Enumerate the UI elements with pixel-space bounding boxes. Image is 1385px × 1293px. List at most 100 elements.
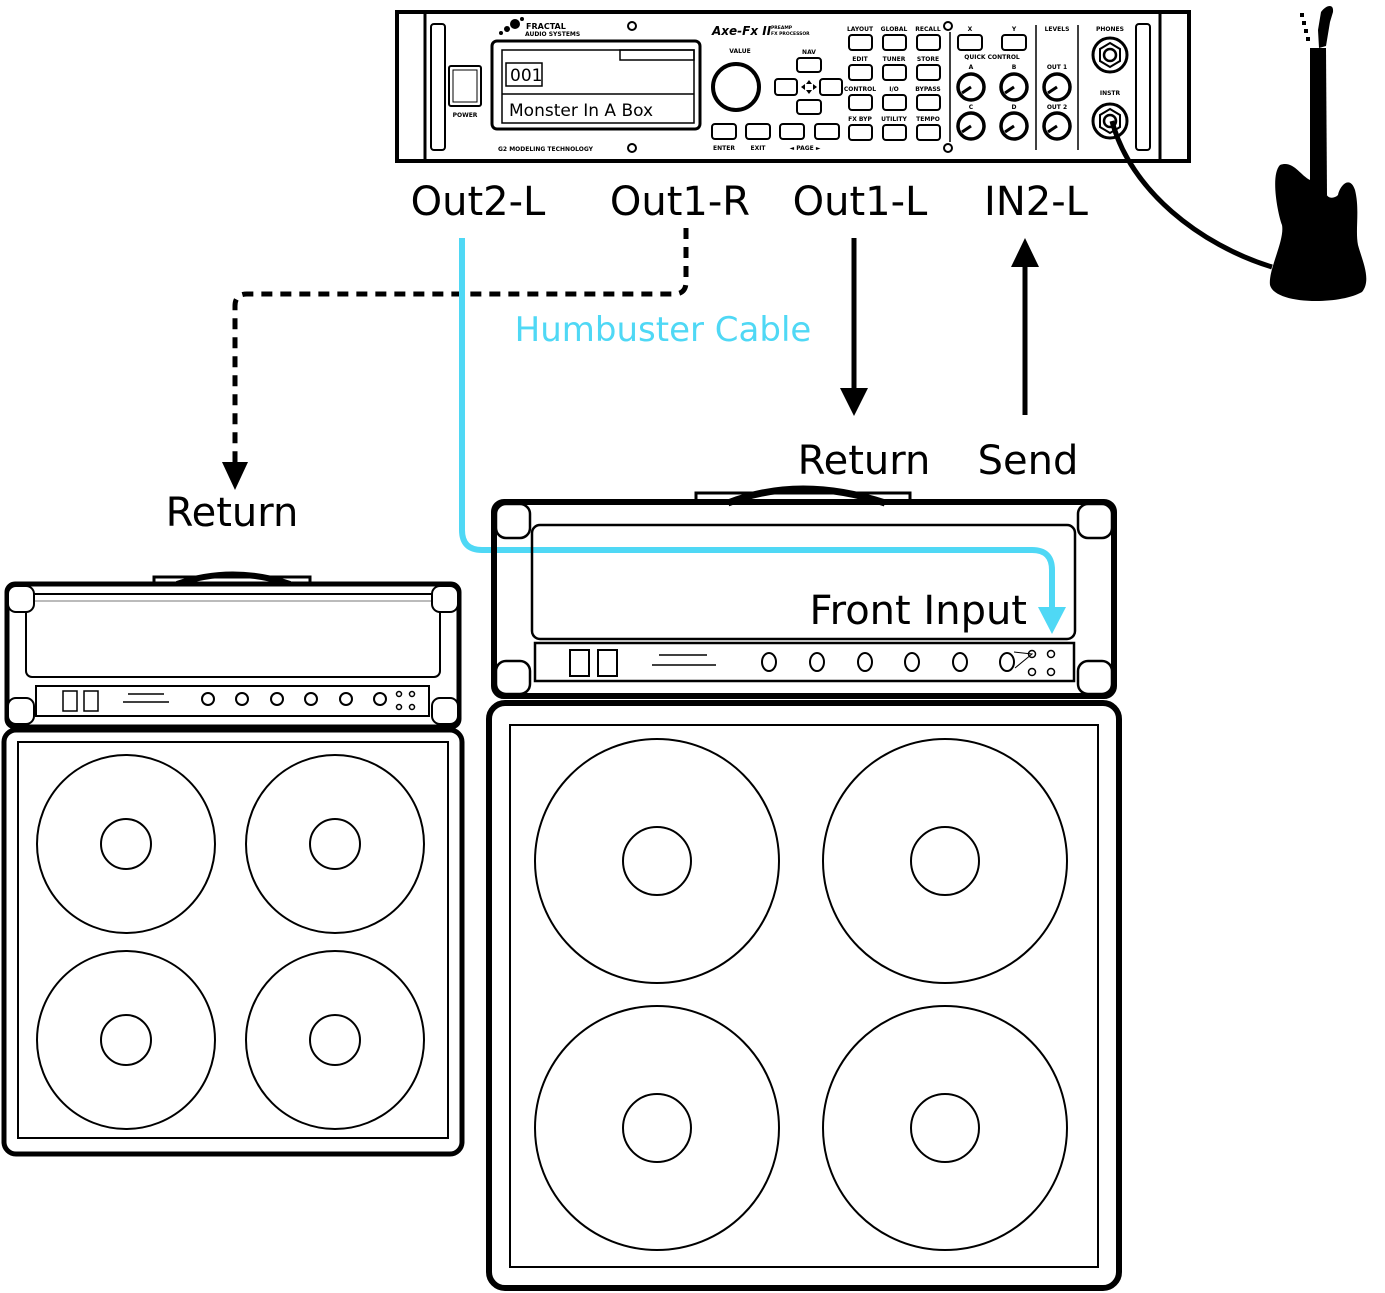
button-label: CONTROL [844,86,876,93]
port-label-in2-l: IN2-L [984,179,1089,225]
button-label: UTILITY [881,116,907,123]
nav-right-button[interactable] [819,78,843,96]
button-label: RECALL [915,26,941,33]
power-button[interactable] [448,65,482,107]
nav-down-button[interactable] [796,99,822,115]
enter-button[interactable] [711,123,737,140]
amp-knob[interactable] [999,652,1015,672]
button-label: FX BYP [848,116,872,123]
store-button[interactable] [916,64,941,81]
out1-level-label: OUT 1 [1047,64,1067,71]
amp-knob[interactable] [304,692,318,706]
tuner-button[interactable] [882,64,907,81]
amp-knob[interactable] [952,652,968,672]
left-amp-head [4,571,462,730]
amp-input-jack[interactable] [408,690,416,698]
quick-control-knob-c[interactable] [956,111,986,141]
quick-control-knob-b[interactable] [999,72,1029,102]
right-speaker-cabinet [486,700,1122,1291]
phones-jack-icon[interactable] [1091,36,1129,74]
page-label: ◄ PAGE ► [790,145,821,152]
quick-control-label: QUICK CONTROL [964,54,1020,61]
arrow-up-icon [1011,238,1039,267]
amp-knob[interactable] [270,692,284,706]
arrow-down-icon [222,462,248,490]
lcd-display [490,39,702,131]
amp-knob[interactable] [373,692,387,706]
brand-name: FRACTAL [526,22,566,31]
out2-level-label: OUT 2 [1047,104,1067,111]
knob-label: C [969,104,974,111]
amp-switch[interactable] [62,690,78,712]
arrow-down-icon [840,388,868,416]
page-left-button[interactable] [779,123,805,140]
page-right-button[interactable] [814,123,840,140]
knob-label: B [1012,64,1017,71]
amp-switch[interactable] [597,649,618,677]
rack-handle-left [430,23,446,151]
y-button[interactable] [1001,34,1027,51]
exit-button[interactable] [745,123,771,140]
edit-button[interactable] [848,64,873,81]
exit-label: EXIT [750,145,766,152]
knob-label: A [969,64,974,71]
utility-button[interactable] [882,124,907,141]
cyan-arrow-down-icon [1038,607,1066,634]
quick-control-knob-d[interactable] [999,111,1029,141]
value-wheel[interactable] [711,62,761,112]
model-sub1: PREAMP [771,25,793,31]
amp-knob[interactable] [857,652,873,672]
tech-label: G2 MODELING TECHNOLOGY [498,146,594,153]
port-label-out1-l: Out1-L [793,179,928,225]
global-button[interactable] [882,34,907,51]
quick-control-knob-a[interactable] [956,72,986,102]
right-amp-send-label: Send [978,438,1079,484]
speaker-cone [245,950,425,1130]
instr-jack-icon[interactable] [1091,102,1129,140]
levels-label: LEVELS [1045,26,1070,33]
front-input-label: Front Input [810,588,1027,634]
humbuster-cable [459,238,1055,608]
amp-front-input-jack[interactable] [1027,649,1037,659]
amp-knob[interactable] [339,692,353,706]
button-label: I/O [889,86,899,93]
amp-switch[interactable] [83,690,99,712]
guitar-cable [1109,120,1273,270]
rack-screw [943,143,953,153]
control-button[interactable] [848,94,873,111]
amp-input-jack[interactable] [395,703,403,711]
speaker-cone [534,1005,780,1251]
io-button[interactable] [882,94,907,111]
humbuster-cable-label: Humbuster Cable [515,310,812,350]
nav-up-button[interactable] [796,57,822,73]
layout-button[interactable] [848,34,873,51]
speaker-cone [36,950,216,1130]
amp-input-jack[interactable] [1046,667,1056,677]
right-amp-return-label: Return [798,438,931,484]
button-label: TEMPO [916,116,940,123]
out2-level-knob[interactable] [1042,111,1072,141]
bypass-button[interactable] [916,94,941,111]
tempo-button[interactable] [916,124,941,141]
recall-button[interactable] [916,34,941,51]
port-label-out2-l: Out2-L [411,179,546,225]
enter-label: ENTER [713,145,735,152]
amp-input-jack[interactable] [408,703,416,711]
amp-switch[interactable] [569,649,590,677]
amp-input-jack[interactable] [1027,667,1037,677]
rack-screw [627,143,637,153]
phones-label: PHONES [1096,26,1124,33]
button-label: EDIT [852,56,868,63]
amp-knob[interactable] [201,692,215,706]
fx-bypass-button[interactable] [848,124,873,141]
amp-knob[interactable] [809,652,825,672]
out1-level-knob[interactable] [1042,72,1072,102]
amp-knob[interactable] [761,652,777,672]
amp-knob[interactable] [904,652,920,672]
amp-input-jack[interactable] [395,690,403,698]
x-button[interactable] [957,34,983,51]
nav-left-button[interactable] [774,78,798,96]
button-label: STORE [917,56,939,63]
amp-input-jack[interactable] [1046,649,1056,659]
amp-knob[interactable] [235,692,249,706]
